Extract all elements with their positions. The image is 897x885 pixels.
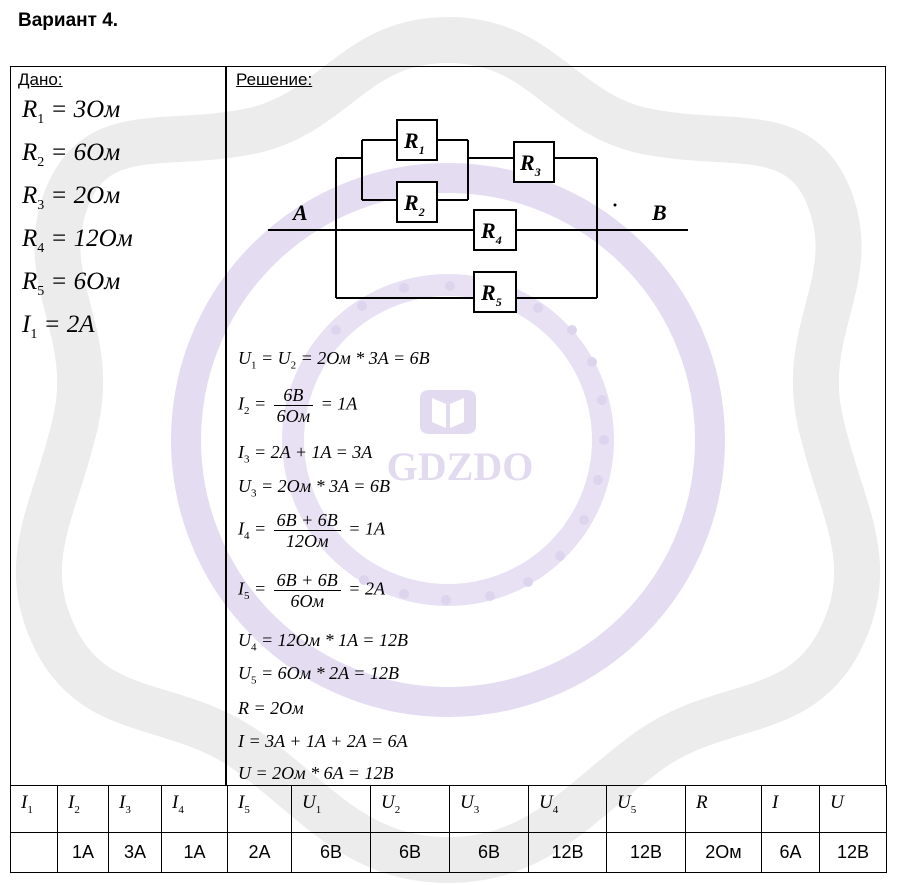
solution-header: Решение: <box>236 70 313 89</box>
equation-3: I3 = 2A + 1A = 3A <box>238 442 373 466</box>
given-r2: R2 = 6Ом <box>22 139 121 170</box>
given-r3: R3 = 2Ом <box>22 182 121 213</box>
given-header: Дано: <box>18 70 63 89</box>
given-i1: I1 = 2A <box>22 311 95 342</box>
answer-value: 12B <box>528 832 607 873</box>
stray-dot <box>613 203 617 207</box>
answer-value: 1A <box>161 832 228 873</box>
equation-1: U1 = U2 = 2Ом * 3A = 6B <box>238 348 430 372</box>
label-r1: R1 <box>403 128 425 157</box>
answer-value: 6B <box>449 832 529 873</box>
node-a-label: A <box>291 200 308 225</box>
answer-header: U5 <box>606 785 686 833</box>
resistor-boxes <box>396 119 555 313</box>
given-r5: R5 = 6Ом <box>22 268 121 299</box>
equation-7: U4 = 12Ом * 1A = 12B <box>238 630 408 654</box>
answer-value <box>10 832 58 873</box>
equation-9: R = 2Ом <box>238 698 304 718</box>
answer-header: R <box>685 785 762 833</box>
answer-value: 6A <box>761 832 820 873</box>
answer-table: I1 I2 I3 I4 I5 U1 U2 U3 U4 U5 R I U 1A 3… <box>10 785 887 873</box>
answer-value: 6B <box>370 832 450 873</box>
label-r5: R5 <box>480 280 502 309</box>
answer-header: U1 <box>291 785 371 833</box>
node-b-label: B <box>651 200 667 225</box>
answer-header: I5 <box>227 785 292 833</box>
resistor-r3 <box>513 141 555 183</box>
answer-header: I3 <box>108 785 162 833</box>
resistor-r1 <box>396 119 438 161</box>
given-r1: R1 = 3Ом <box>22 96 121 127</box>
answer-header: U4 <box>528 785 607 833</box>
answer-value: 12B <box>606 832 686 873</box>
answer-header: I <box>761 785 820 833</box>
answer-value: 6B <box>291 832 371 873</box>
label-r4: R4 <box>480 218 502 247</box>
equation-4: U3 = 2Ом * 3A = 6B <box>238 476 390 500</box>
page-title: Вариант 4. <box>18 10 119 31</box>
answer-header: I2 <box>57 785 109 833</box>
answer-header: I4 <box>161 785 228 833</box>
equation-8: U5 = 6Ом * 2A = 12B <box>238 663 399 687</box>
answer-header-row: I1 I2 I3 I4 I5 U1 U2 U3 U4 U5 R I U <box>10 785 887 833</box>
answer-header: I1 <box>10 785 58 833</box>
answer-value-row: 1A 3A 1A 2A 6B 6B 6B 12B 12B 2Ом 6A 12B <box>10 832 887 873</box>
resistor-r5 <box>473 271 517 313</box>
column-divider <box>225 66 227 786</box>
answer-value: 3A <box>108 832 162 873</box>
answer-value: 2A <box>227 832 292 873</box>
circuit-wires <box>268 139 688 299</box>
resistor-r4 <box>473 209 517 251</box>
equation-10: I = 3A + 1A + 2A = 6A <box>238 731 408 751</box>
equation-11: U = 2Ом * 6A = 12B <box>238 763 394 783</box>
answer-value: 1A <box>57 832 109 873</box>
label-r3: R3 <box>519 150 541 179</box>
answer-header: U <box>819 785 887 833</box>
label-r2: R2 <box>403 190 425 219</box>
answer-value: 2Ом <box>685 832 762 873</box>
answer-value: 12B <box>819 832 887 873</box>
answer-header: U3 <box>449 785 529 833</box>
answer-header: U2 <box>370 785 450 833</box>
given-r4: R4 = 12Ом <box>22 225 133 256</box>
resistor-r2 <box>396 181 438 223</box>
